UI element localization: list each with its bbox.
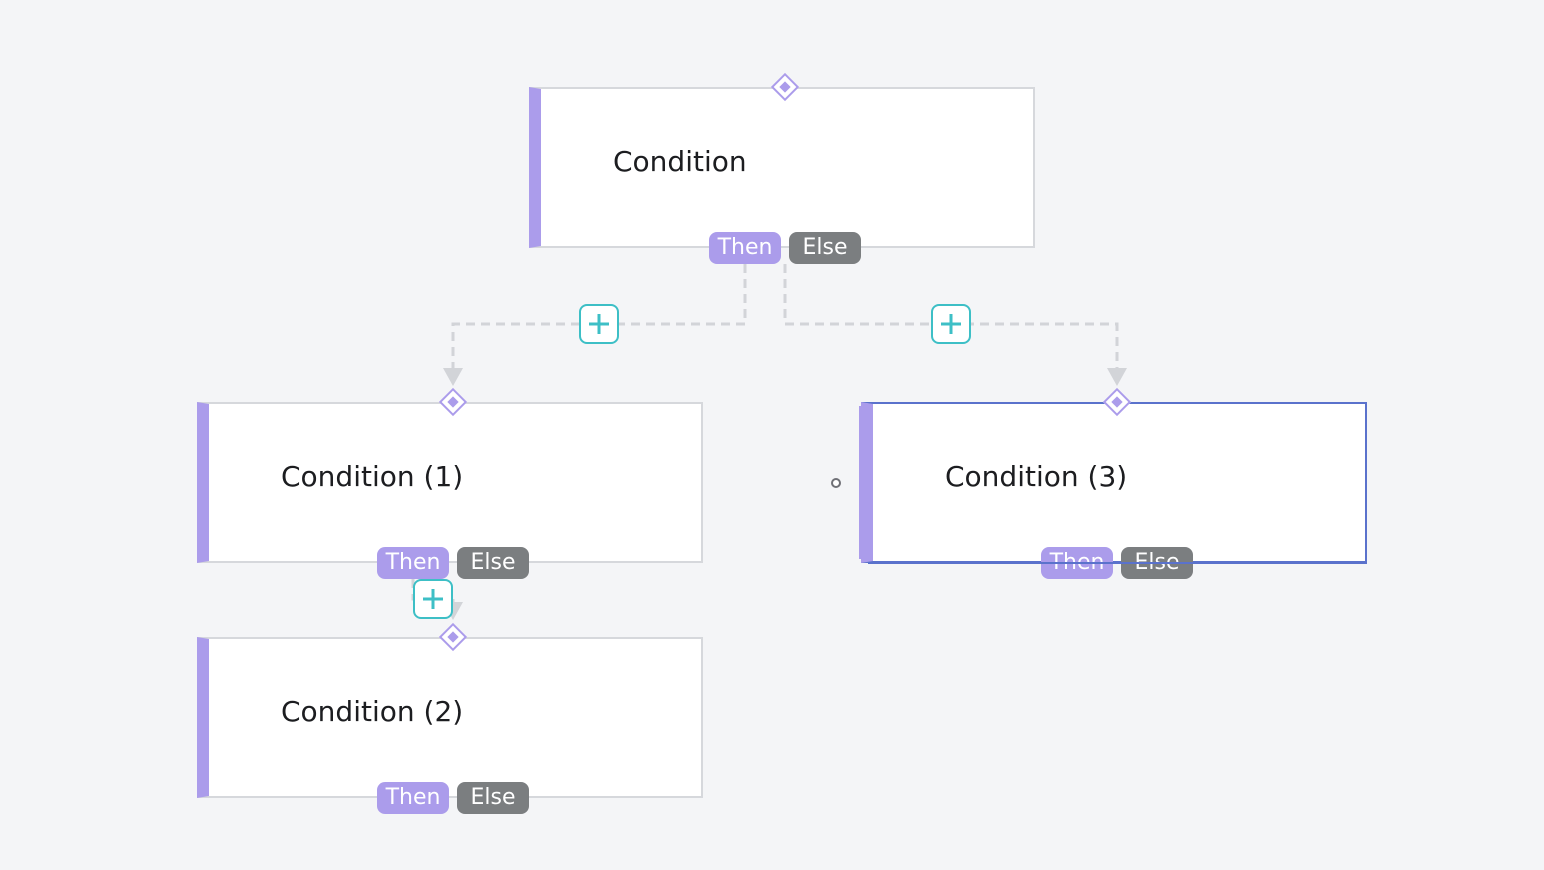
add-step-button-else[interactable] bbox=[931, 304, 971, 344]
condition-node-2[interactable]: Condition (2) bbox=[197, 637, 703, 798]
add-step-button-then-1[interactable] bbox=[413, 579, 453, 619]
condition-node-root[interactable]: Condition bbox=[529, 87, 1035, 248]
else-branch-button[interactable]: Else bbox=[457, 782, 529, 814]
node-title: Condition (1) bbox=[281, 460, 464, 493]
node-title: Condition (2) bbox=[281, 695, 464, 728]
then-branch-button[interactable]: Then bbox=[377, 782, 449, 814]
condition-node-1[interactable]: Condition (1) bbox=[197, 402, 703, 563]
then-branch-button[interactable]: Then bbox=[377, 547, 449, 579]
selection-outline-bottom bbox=[868, 562, 1367, 564]
condition-node-3[interactable]: Condition (3) bbox=[861, 402, 1367, 563]
add-step-button-then[interactable] bbox=[579, 304, 619, 344]
else-branch-button[interactable]: Else bbox=[789, 232, 861, 264]
circle-handle-icon[interactable] bbox=[831, 478, 841, 488]
arrow-head-c3 bbox=[1107, 368, 1127, 386]
else-branch-button[interactable]: Else bbox=[457, 547, 529, 579]
node-title: Condition bbox=[613, 145, 747, 178]
node-title: Condition (3) bbox=[945, 460, 1128, 493]
then-branch-button[interactable]: Then bbox=[709, 232, 781, 264]
arrow-head-c1 bbox=[443, 368, 463, 386]
